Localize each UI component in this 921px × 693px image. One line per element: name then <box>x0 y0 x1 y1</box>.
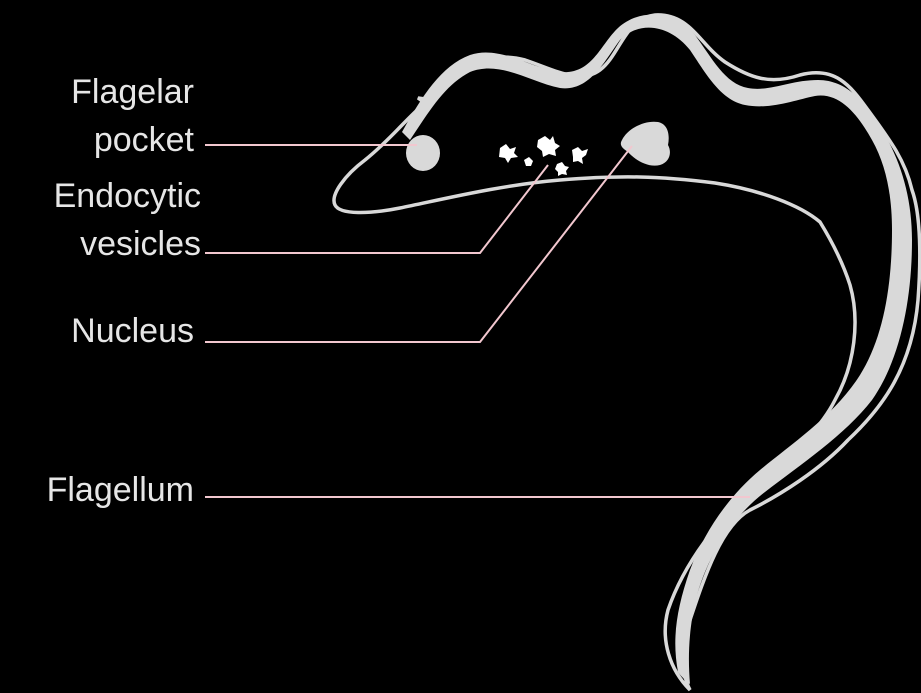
leader-lines <box>205 145 750 497</box>
label-endocytic-vesicles-line2: vesicles <box>54 220 201 268</box>
label-flagellar-pocket: Flagelar pocket <box>71 68 194 164</box>
flagellum <box>402 14 912 684</box>
label-flagellar-pocket-line2: pocket <box>71 116 194 164</box>
vesicle <box>572 147 588 164</box>
vesicle <box>537 136 560 157</box>
vesicle <box>555 162 569 176</box>
vesicle <box>499 144 518 163</box>
flagellar-pocket <box>406 135 440 171</box>
leader-line-vesicles <box>205 165 548 253</box>
label-nucleus: Nucleus <box>71 307 194 355</box>
label-flagellum: Flagellum <box>47 466 194 514</box>
label-endocytic-vesicles-line1: Endocytic <box>54 172 201 220</box>
vesicle <box>524 157 533 166</box>
label-endocytic-vesicles: Endocytic vesicles <box>54 172 201 268</box>
nucleus <box>621 122 670 166</box>
leader-line-nucleus <box>205 146 632 342</box>
label-flagellar-pocket-line1: Flagelar <box>71 68 194 116</box>
